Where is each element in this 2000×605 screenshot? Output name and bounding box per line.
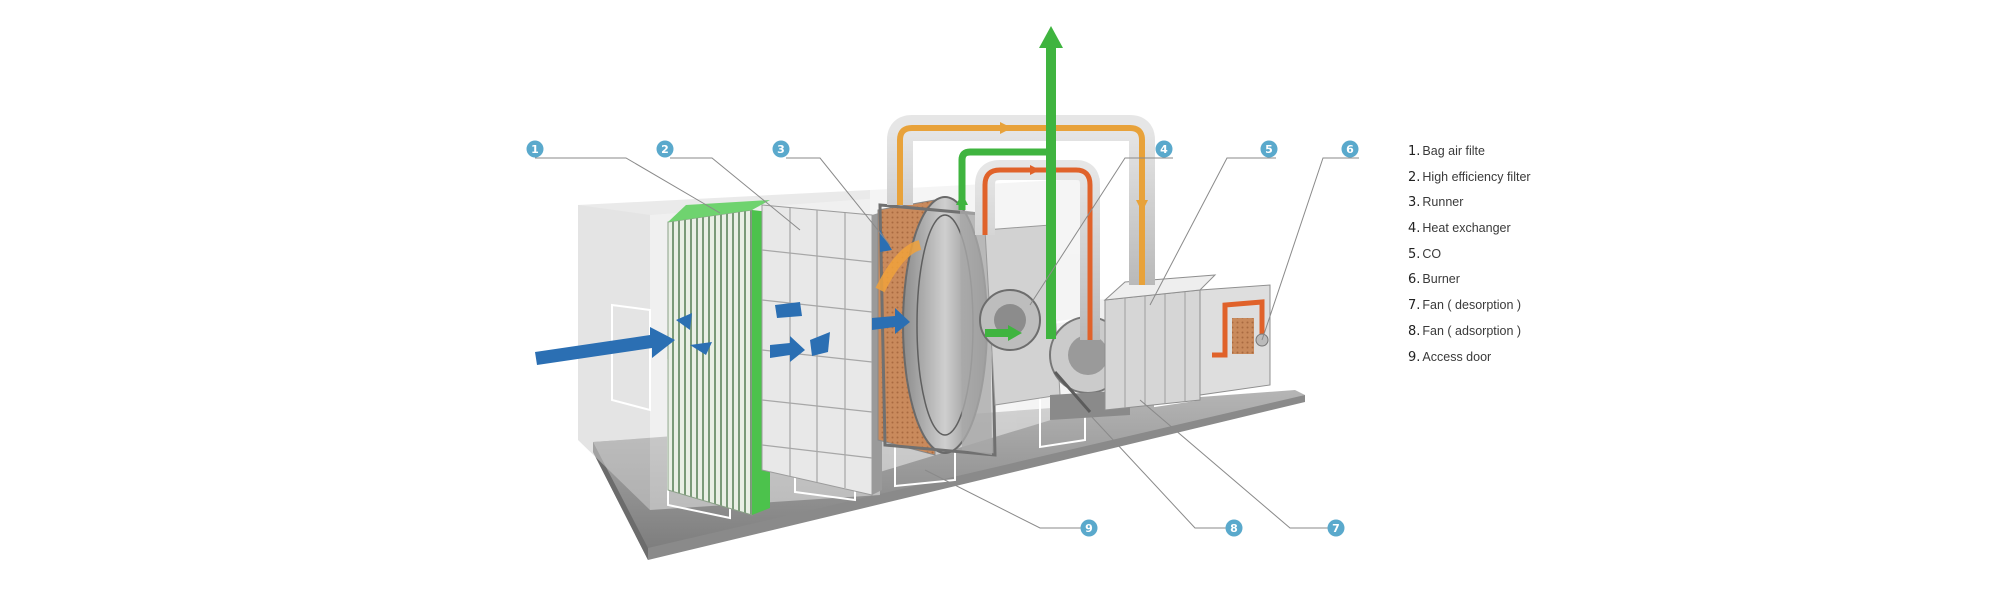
airflow-arrow-icon	[770, 336, 805, 362]
legend-label: Runner	[1422, 195, 1464, 210]
airflow-arrow-icon	[1136, 200, 1148, 212]
inlet-airflow	[535, 230, 910, 365]
legend-item-co: 5.CO	[1408, 242, 1648, 268]
legend-item-fan-desorption: 7.Fan ( desorption )	[1408, 293, 1648, 319]
callout-5: 5	[1260, 140, 1278, 158]
airflow-arrow-icon	[880, 230, 892, 252]
svg-text:7: 7	[1332, 522, 1340, 535]
legend-number: 7.	[1408, 298, 1421, 314]
callout-4: 4	[1155, 140, 1173, 158]
co-catalytic-oxidizer	[1103, 274, 1217, 411]
airflow-arrow-icon	[535, 327, 675, 365]
legend-label: Fan ( adsorption )	[1422, 323, 1522, 338]
legend-label: Access door	[1422, 349, 1492, 364]
exhaust-arrow-icon	[1039, 26, 1063, 48]
burner-return-loop	[975, 160, 1100, 340]
legend-number: 5.	[1408, 246, 1421, 262]
legend-label: Bag air filte	[1422, 144, 1485, 158]
legend-item-fan-adsorption: 8.Fan ( adsorption )	[1408, 319, 1648, 345]
airflow-arrow-icon	[775, 302, 802, 318]
component-legend: 1.Bag air filte 2.High efficiency filter…	[1408, 139, 1648, 370]
burner	[1199, 284, 1271, 396]
callout-leader-lines	[535, 157, 1359, 529]
legend-item-burner: 6.Burner	[1408, 267, 1648, 293]
airflow-arrow-icon	[676, 313, 692, 330]
svg-text:8: 8	[1230, 522, 1238, 535]
svg-text:5: 5	[1265, 143, 1273, 156]
airflow-arrow-icon	[872, 308, 910, 334]
svg-text:4: 4	[1160, 143, 1168, 156]
svg-text:1: 1	[531, 143, 539, 156]
callout-9: 9	[1080, 519, 1098, 537]
legend-label: CO	[1422, 246, 1442, 261]
legend-label: Fan ( desorption )	[1422, 298, 1522, 313]
svg-text:6: 6	[1346, 143, 1354, 156]
airflow-arrow-icon	[1030, 165, 1040, 175]
legend-number: 4.	[1408, 221, 1421, 237]
legend-number: 3.	[1408, 195, 1421, 211]
legend-number: 1.	[1408, 144, 1421, 159]
legend-label: Burner	[1422, 272, 1460, 287]
bag-air-filter	[667, 200, 770, 516]
legend-number: 2.	[1408, 169, 1421, 185]
callout-3: 3	[772, 140, 790, 158]
callout-2: 2	[656, 140, 674, 158]
legend-item-runner: 3.Runner	[1408, 190, 1648, 216]
legend-number: 6.	[1408, 272, 1421, 288]
callout-8: 8	[1225, 519, 1243, 537]
legend-item-heat-exchanger: 4.Heat exchanger	[1408, 216, 1648, 242]
legend-label: High efficiency filter	[1422, 169, 1531, 184]
exhaust-arrow-icon	[956, 193, 968, 205]
svg-text:2: 2	[661, 143, 669, 156]
legend-label: Heat exchanger	[1422, 221, 1511, 236]
legend-item-access-door: 9.Access door	[1408, 345, 1648, 371]
legend-number: 8.	[1408, 323, 1421, 339]
callout-6: 6	[1341, 140, 1359, 158]
callout-7: 7	[1327, 519, 1345, 537]
svg-text:9: 9	[1085, 522, 1093, 535]
clean-air-exhaust	[956, 26, 1063, 341]
airflow-arrow-icon	[1000, 122, 1012, 134]
desorption-air-loop	[887, 115, 1155, 285]
airflow-arrow-icon	[810, 332, 830, 356]
airflow-arrow-icon	[690, 342, 712, 355]
legend-item-bag-air-filter: 1.Bag air filte	[1408, 139, 1648, 165]
legend-item-high-efficiency-filter: 2.High efficiency filter	[1408, 165, 1648, 191]
svg-text:3: 3	[777, 143, 785, 156]
legend-number: 9.	[1408, 349, 1421, 365]
callout-1: 1	[526, 140, 544, 158]
